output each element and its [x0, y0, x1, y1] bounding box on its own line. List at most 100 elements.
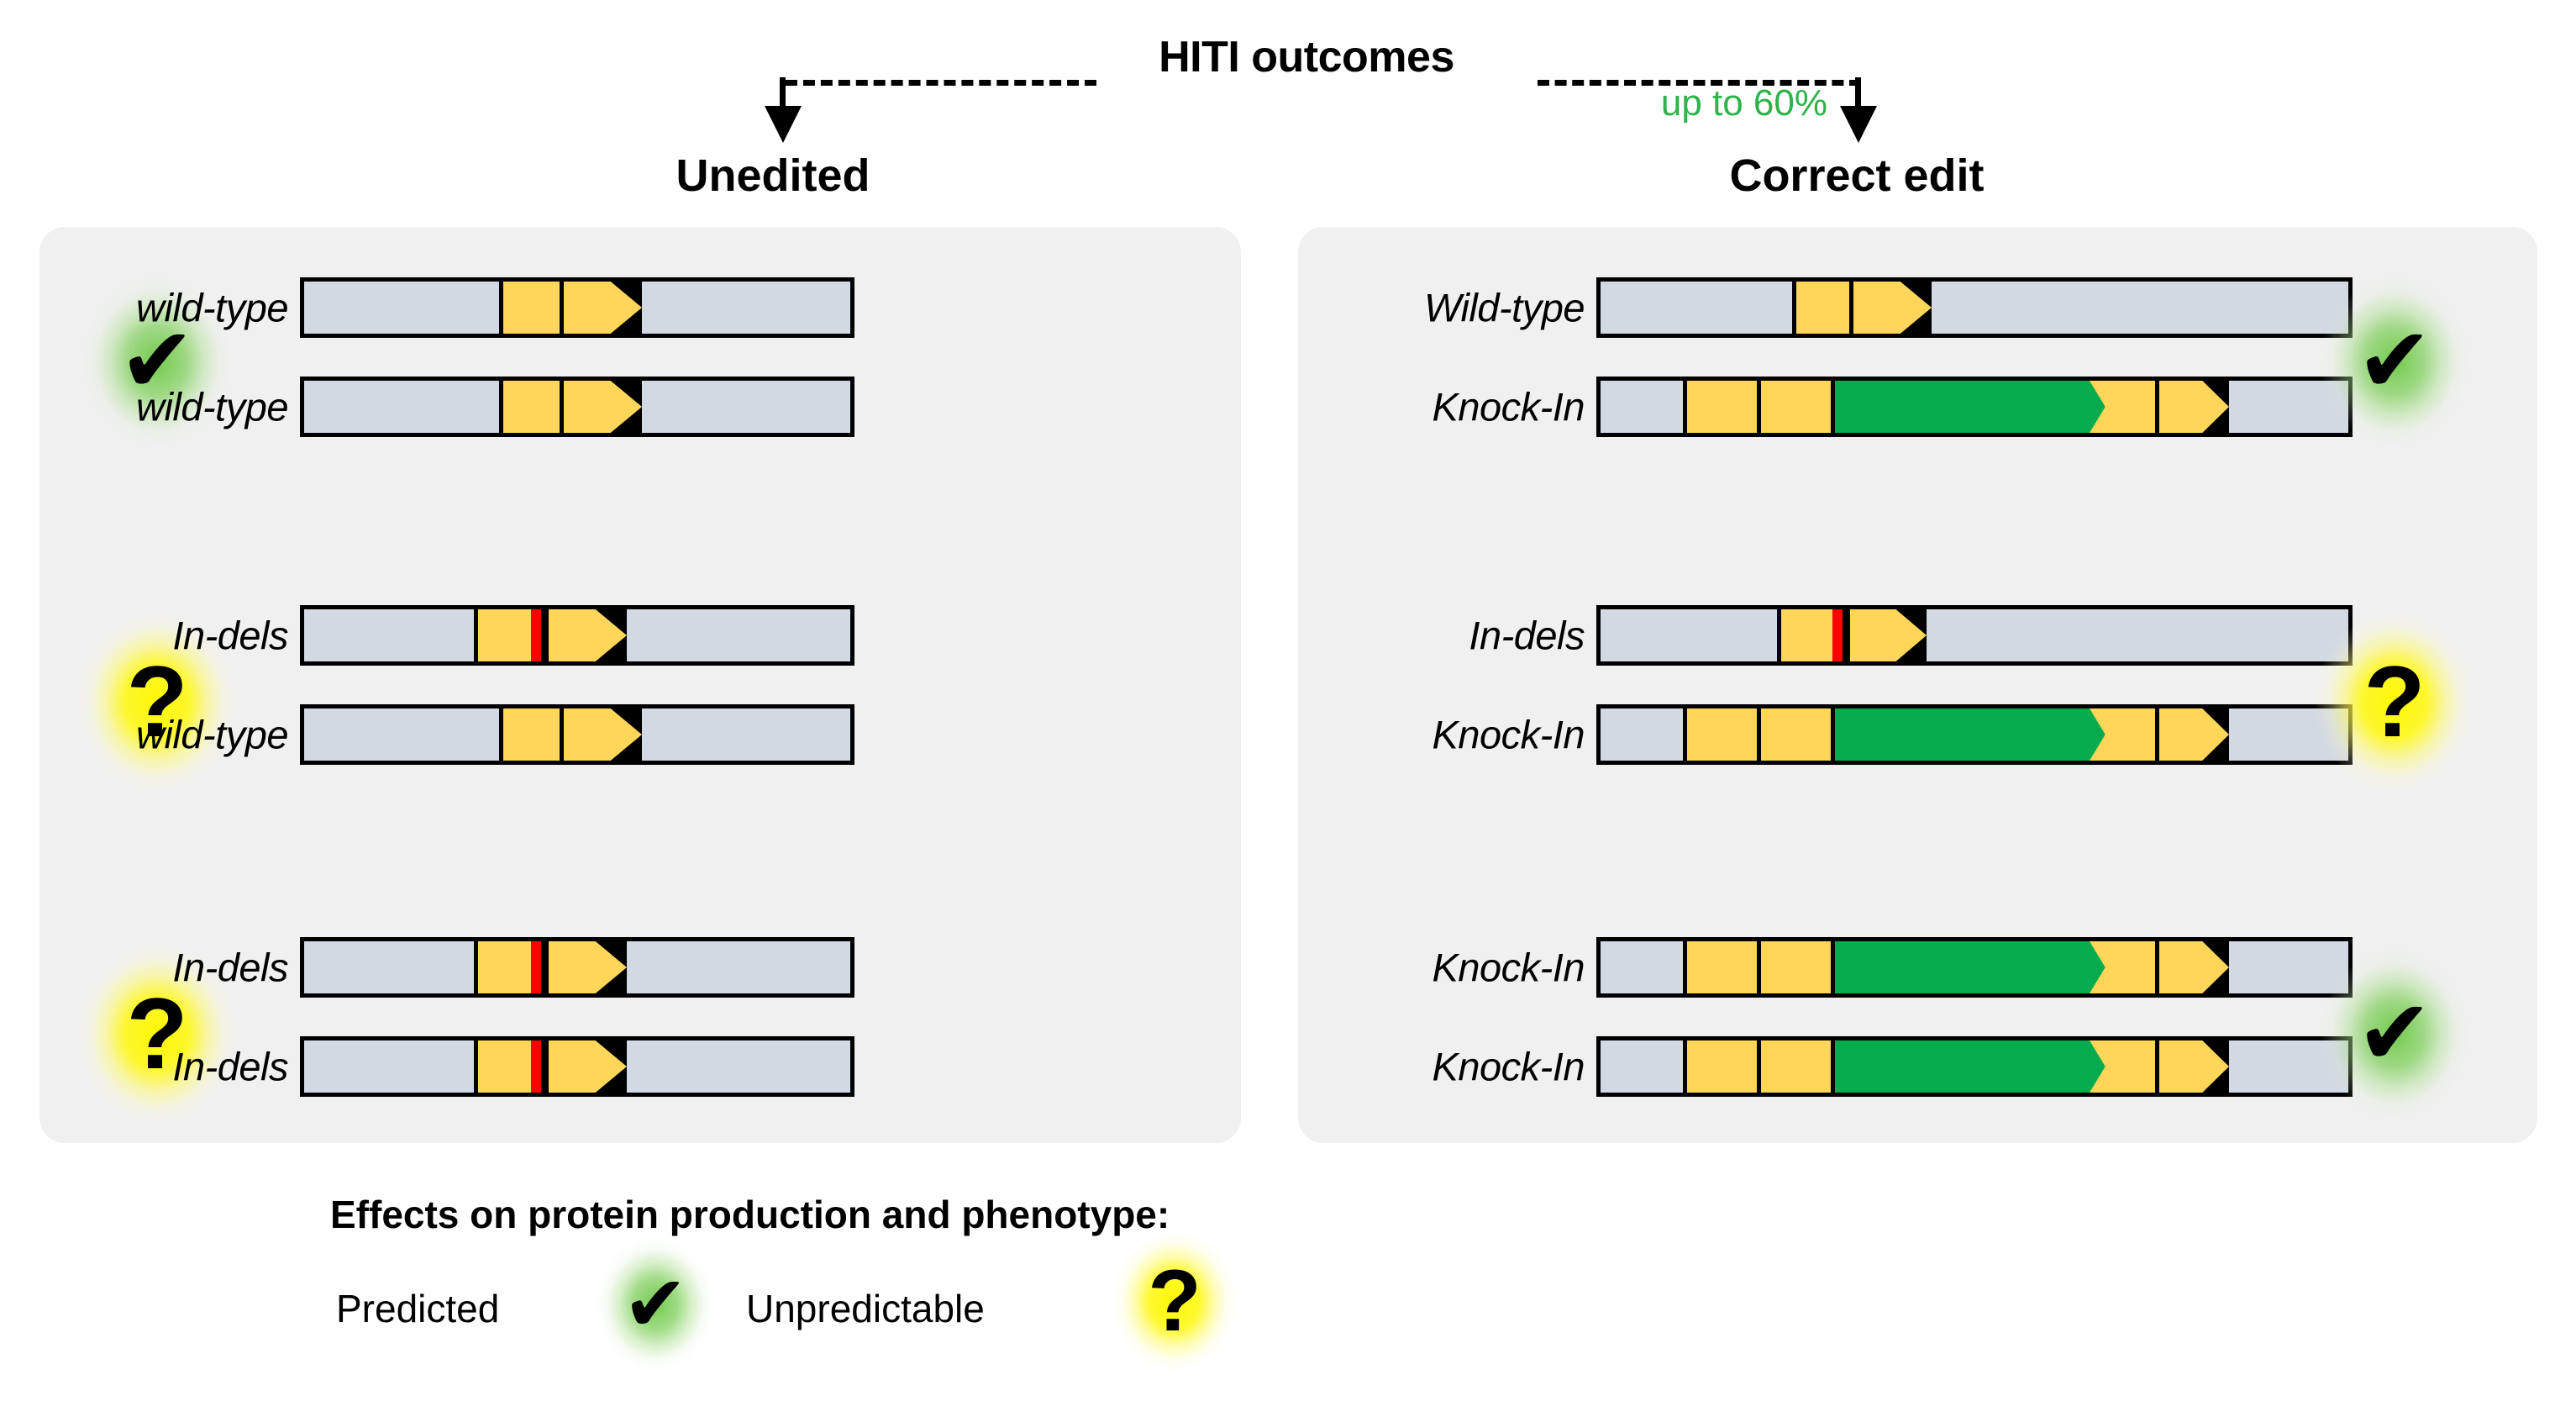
segment-exon-arrow	[544, 609, 627, 661]
segment-exon-arrow	[1849, 282, 1932, 334]
segment-backbone	[304, 1040, 474, 1093]
segment-exon-arrow	[560, 282, 642, 334]
glow-yellow-icon	[60, 605, 254, 798]
question-icon: ?	[126, 645, 188, 758]
segment-exon	[474, 941, 531, 993]
segment-backbone	[304, 282, 499, 334]
segment-knockin-cassette	[1831, 381, 2108, 433]
panel-correct-edit: Wild-type Knock-In ✔ In-dels	[1298, 227, 2537, 1143]
hiti-stem-left	[780, 77, 786, 109]
allele-label: wild-type	[136, 285, 288, 330]
allele-row: wild-type	[136, 277, 854, 338]
down-arrow-icon-left	[765, 106, 802, 143]
segment-backbone	[304, 381, 499, 433]
allele-row: Wild-type	[1424, 277, 2353, 338]
legend-glyph-predicted: ✔	[580, 1229, 731, 1380]
segment-backbone	[1601, 941, 1683, 993]
column-title-unedited: Unedited	[676, 150, 870, 201]
segment-exon	[1683, 381, 1757, 433]
segment-indel-marker	[531, 1040, 544, 1093]
allele-bar-in-dels	[1596, 605, 2353, 666]
allele-bar-wild-type	[300, 277, 854, 338]
glow-yellow-icon	[2298, 605, 2491, 798]
legend-title: Effects on protein production and phenot…	[330, 1193, 1170, 1236]
verdict-unedited-indel-wt: ?	[60, 605, 254, 798]
question-icon: ?	[2363, 645, 2426, 758]
check-icon: ✔	[2356, 981, 2433, 1086]
allele-bar-in-dels	[300, 1036, 854, 1097]
check-icon: ✔	[2356, 308, 2433, 414]
glow-yellow-icon	[60, 937, 254, 1130]
legend-label-predicted: Predicted	[336, 1287, 500, 1330]
allele-row: Knock-In	[1433, 704, 2353, 765]
allele-label: wild-type	[136, 712, 288, 757]
question-icon: ?	[1148, 1252, 1201, 1350]
allele-bar-wild-type	[300, 704, 854, 765]
segment-exon	[1792, 282, 1849, 334]
check-icon: ✔	[623, 1259, 688, 1349]
segment-indel-marker	[531, 941, 544, 993]
allele-row: Knock-In	[1433, 937, 2353, 998]
segment-exon-arrow	[560, 708, 642, 761]
segment-backbone	[642, 282, 850, 334]
glow-green-icon	[60, 265, 254, 458]
verdict-unedited-indel-indel: ?	[60, 937, 254, 1130]
question-icon: ?	[126, 977, 188, 1090]
segment-backbone	[1601, 1040, 1683, 1093]
segment-exon	[1757, 941, 1831, 993]
verdict-correct-indel-ki: ?	[2298, 605, 2491, 798]
allele-row: Knock-In	[1433, 377, 2353, 437]
segment-exon	[474, 1040, 531, 1093]
segment-backbone	[627, 941, 850, 993]
panel-unedited: ✔ wild-type wild-type ? In-dels	[39, 227, 1241, 1143]
allele-row: wild-type	[136, 704, 854, 765]
segment-exon-arrow	[544, 941, 627, 993]
allele-row: wild-type	[136, 377, 854, 437]
segment-knockin-cassette	[1831, 941, 2108, 993]
allele-label: Knock-In	[1432, 712, 1585, 757]
segment-backbone	[1601, 282, 1792, 334]
segment-exon	[499, 282, 560, 334]
segment-backbone	[642, 381, 850, 433]
segment-backbone	[1927, 609, 2348, 661]
segment-exon	[1757, 1040, 1831, 1093]
segment-backbone	[627, 1040, 850, 1093]
verdict-correct-wt-ki: ✔	[2298, 265, 2491, 458]
allele-row: In-dels	[1469, 605, 2353, 666]
allele-bar-wild-type	[300, 377, 854, 437]
segment-knockin-cassette	[1831, 708, 2108, 761]
segment-exon-arrow	[1846, 609, 1927, 661]
segment-exon-arrow	[2155, 381, 2229, 433]
segment-backbone	[1601, 609, 1777, 661]
allele-bar-knock-in	[1596, 377, 2353, 437]
allele-row: In-dels	[172, 605, 854, 666]
allele-row: In-dels	[172, 1036, 854, 1097]
segment-backbone	[1601, 381, 1683, 433]
allele-label: Knock-In	[1432, 1044, 1585, 1089]
segment-exon-arrow	[560, 381, 642, 433]
segment-indel-marker	[531, 609, 544, 661]
segment-backbone	[304, 708, 499, 761]
legend-glyph-unpredictable: ?	[1099, 1225, 1250, 1377]
hiti-stem-right	[1855, 77, 1861, 109]
efficiency-annotation: up to 60%	[1660, 82, 1827, 124]
allele-label: Wild-type	[1424, 285, 1585, 330]
segment-exon	[1683, 708, 1757, 761]
glow-green-icon	[2298, 937, 2491, 1130]
allele-bar-knock-in	[1596, 1036, 2353, 1097]
verdict-unedited-wt-wt: ✔	[60, 265, 254, 458]
verdict-correct-ki-ki: ✔	[2298, 937, 2491, 1130]
legend: Effects on protein production and phenot…	[0, 1177, 2576, 1417]
segment-exon	[1757, 381, 1831, 433]
allele-bar-knock-in	[1596, 937, 2353, 998]
page-title: HITI outcomes	[1159, 33, 1454, 82]
column-title-correct-edit: Correct edit	[1729, 150, 1985, 201]
segment-backbone	[304, 609, 474, 661]
segment-backbone	[304, 941, 474, 993]
segment-backbone	[1601, 708, 1683, 761]
segment-exon	[499, 708, 560, 761]
segment-exon-arrow	[2155, 708, 2229, 761]
segment-backbone	[627, 609, 850, 661]
segment-exon-arrow	[2155, 941, 2229, 993]
header: HITI outcomes up to 60% Unedited Correct…	[0, 0, 2576, 210]
